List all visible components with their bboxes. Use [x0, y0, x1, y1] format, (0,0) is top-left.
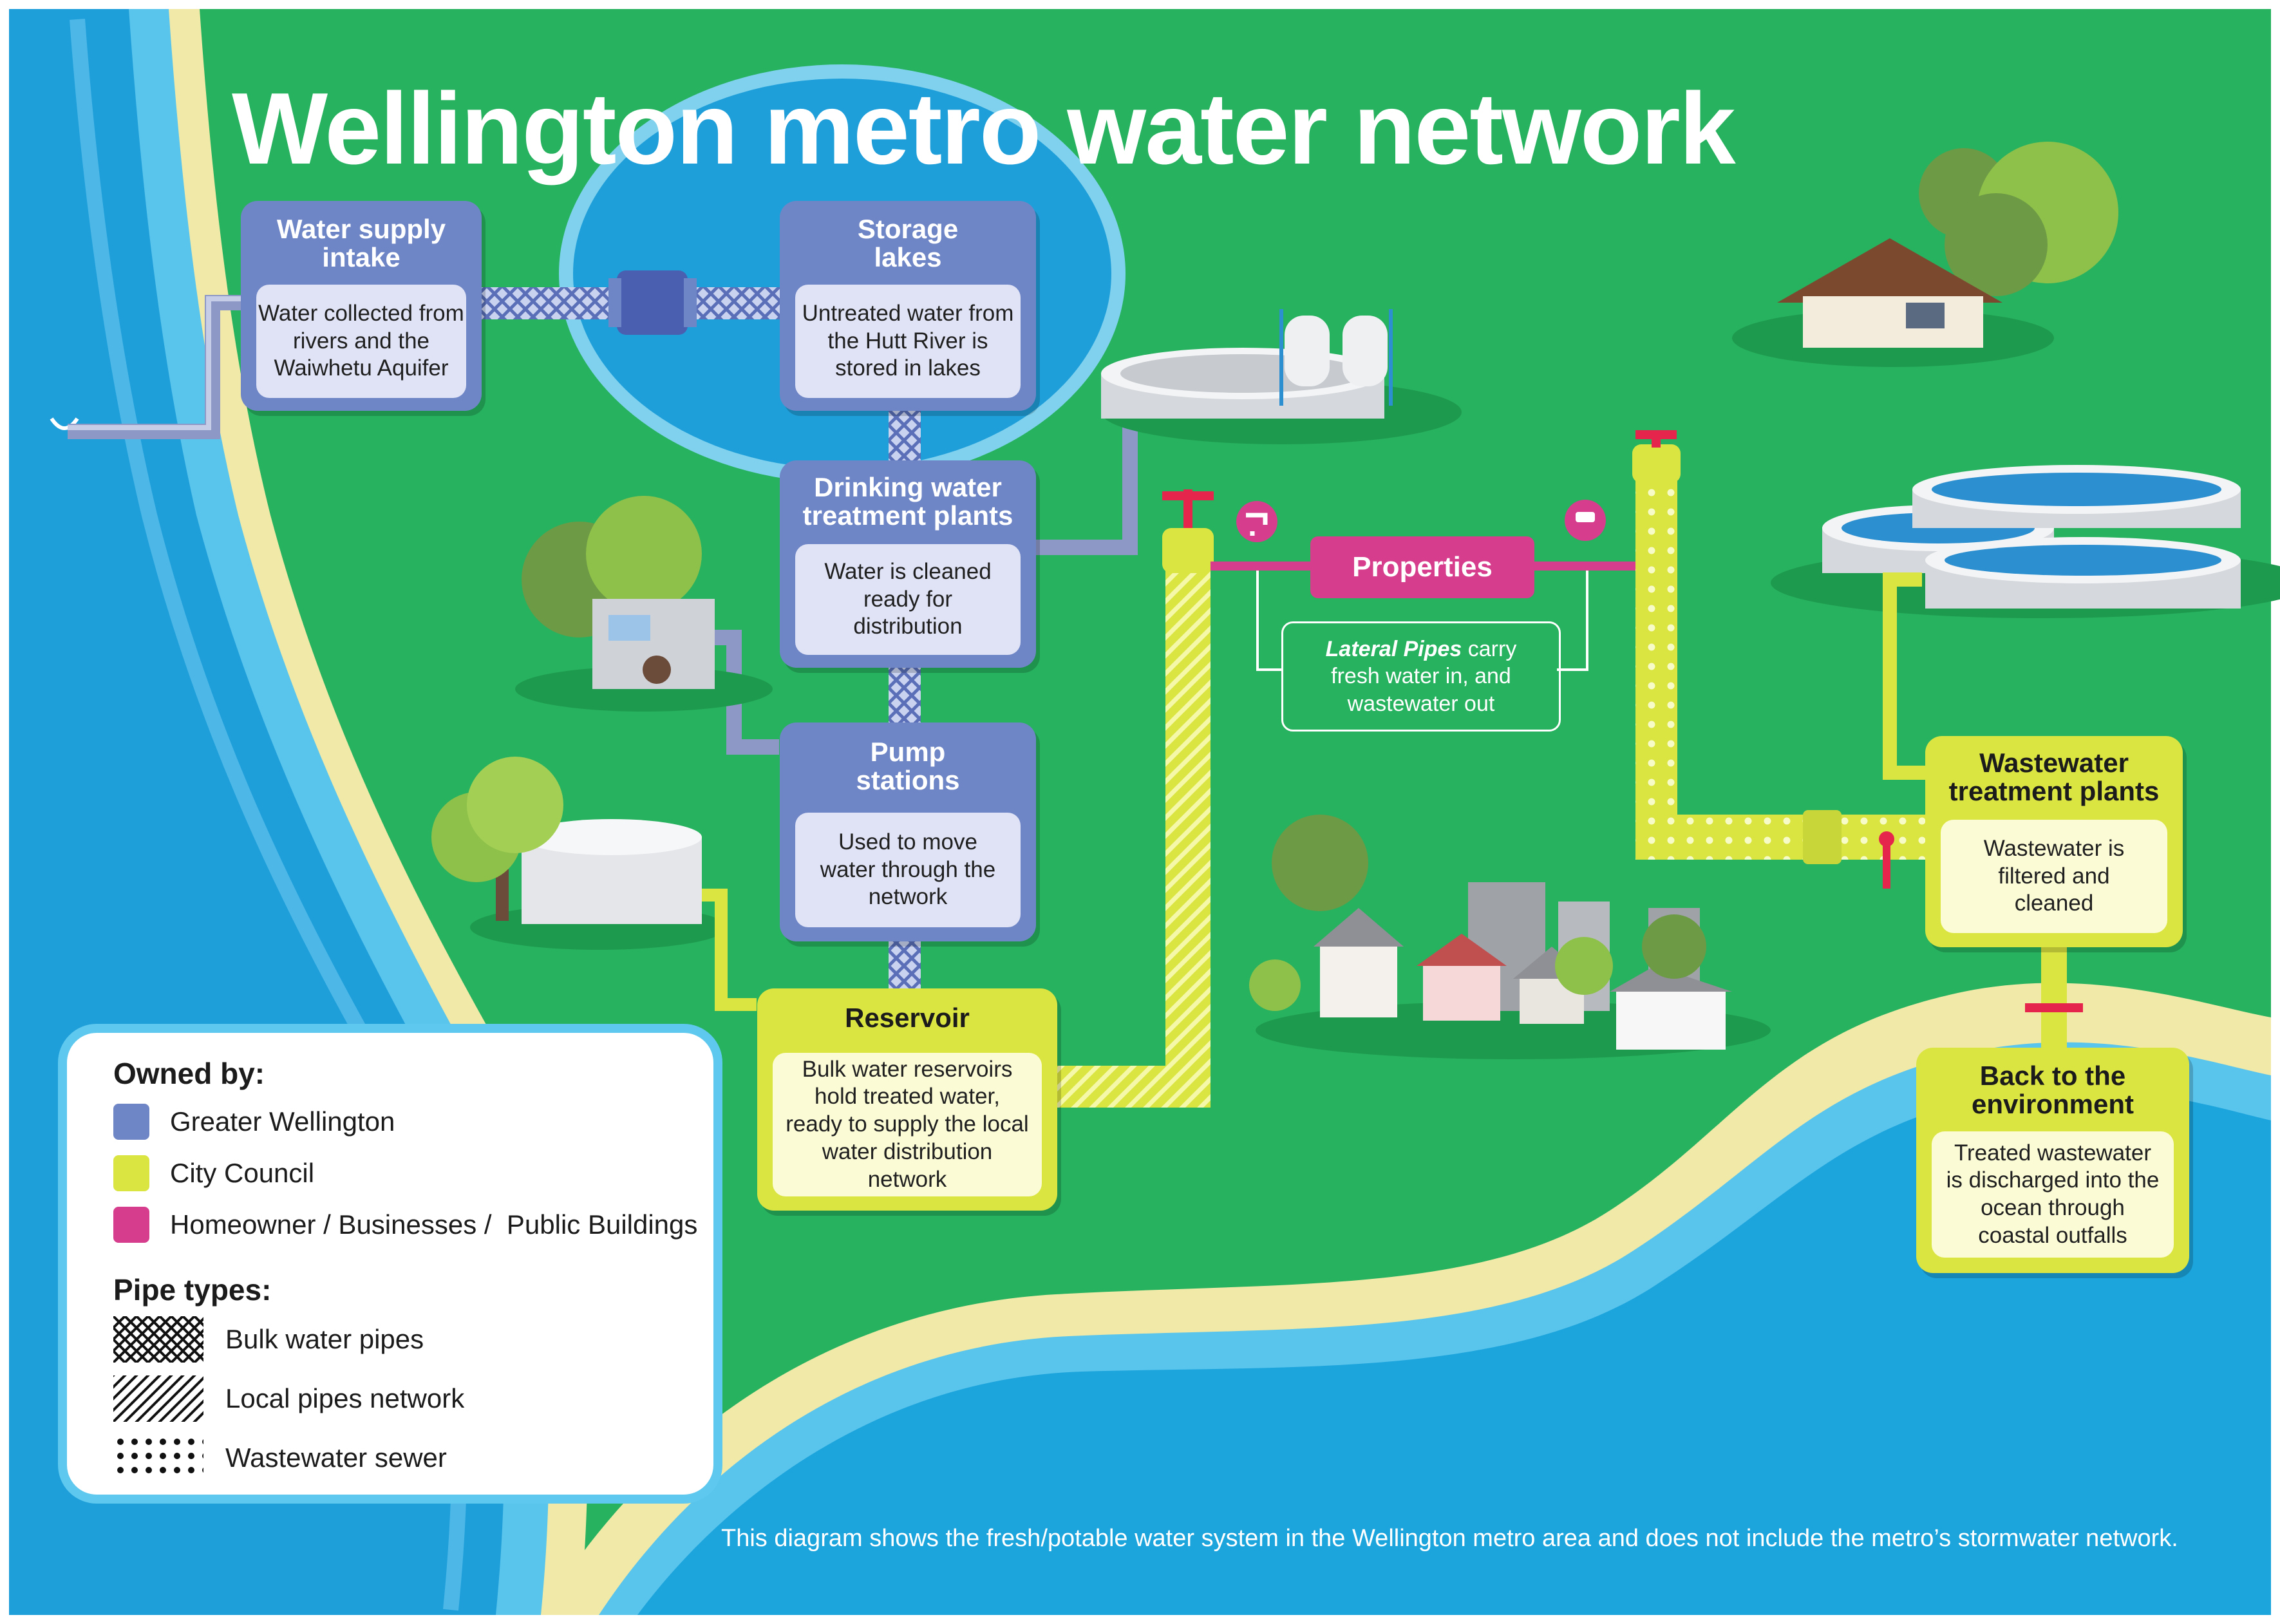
legend-swatch: [113, 1207, 149, 1243]
town-houses: [1320, 947, 1397, 1017]
node-description: Water collected from rivers and the Waiw…: [256, 285, 466, 398]
legend-label: Homeowner / Businesses / Public Building…: [170, 1209, 698, 1240]
legend-pipe-types-title: Pipe types:: [113, 1273, 272, 1307]
node-title: Storage lakes: [857, 214, 959, 273]
node-title: Water supply intake: [276, 214, 446, 273]
gate-valve: [617, 270, 688, 335]
footnote: This diagram shows the fresh/potable wat…: [721, 1525, 2178, 1552]
legend-owner-homeowner: Homeowner / Businesses / Public Building…: [113, 1207, 697, 1243]
node-description: Bulk water reservoirs hold treated water…: [773, 1053, 1042, 1196]
node-wastewater-treatment: Wastewater treatment plants Wastewater i…: [1925, 736, 2183, 947]
crosshatch-pattern-icon: [113, 1316, 203, 1363]
legend-owned-by-title: Owned by:: [113, 1057, 265, 1090]
node-title: Wastewater treatment plants: [1948, 748, 2160, 807]
legend-swatch: [113, 1104, 149, 1140]
node-title: Back to the environment: [1971, 1061, 2134, 1120]
legend-pipe-wastewater: Wastewater sewer: [113, 1435, 447, 1481]
legend: Owned by: Greater Wellington City Counci…: [58, 1024, 722, 1504]
node-drinking-water-treatment: Drinking water treatment plants Water is…: [780, 460, 1036, 668]
sea: [637, 1088, 2271, 1615]
legend-pipe-local: Local pipes network: [113, 1375, 464, 1422]
node-storage-lakes: Storage lakes Untreated water from the H…: [780, 201, 1036, 411]
node-title: Pump stations: [856, 737, 960, 796]
lateral-pipes-text: carry fresh water in, and wastewater out: [1331, 636, 1517, 716]
node-back-to-environment: Back to the environment Treated wastewat…: [1916, 1048, 2189, 1273]
legend-label: Local pipes network: [225, 1383, 465, 1413]
intake-outlet: [50, 417, 79, 430]
node-title: Reservoir: [845, 1003, 970, 1033]
lateral-pipes-emphasis: Lateral Pipes: [1325, 636, 1462, 661]
node-pump-stations: Pump stations Used to move water through…: [780, 722, 1036, 941]
lateral-pipes-note: Lateral Pipes carry fresh water in, and …: [1281, 621, 1561, 732]
legend-label: Greater Wellington: [170, 1106, 395, 1137]
node-title: Drinking water treatment plants: [802, 472, 1013, 531]
page-title: Wellington metro water network: [232, 72, 1736, 185]
node-description: Used to move water through the network: [795, 813, 1021, 927]
house: [1803, 296, 1983, 348]
legend-owner-city-council: City Council: [113, 1155, 314, 1191]
wastewater-sewer: [1635, 451, 1925, 860]
local-pipe-network: [1056, 534, 1211, 1108]
node-properties: Properties: [1310, 536, 1534, 598]
node-reservoir: Reservoir Bulk water reservoirs hold tre…: [757, 988, 1057, 1211]
legend-label: Wastewater sewer: [225, 1442, 447, 1473]
legend-pipe-bulk: Bulk water pipes: [113, 1316, 424, 1363]
legend-label: City Council: [170, 1158, 315, 1188]
house-roof: [1777, 238, 2002, 303]
node-description: Water is cleaned ready for distribution: [795, 544, 1021, 655]
legend-label: Bulk water pipes: [225, 1324, 424, 1354]
node-description: Untreated water from the Hutt River is s…: [795, 285, 1021, 398]
node-water-supply-intake: Water supply intake Water collected from…: [241, 201, 482, 411]
node-description: Wastewater is filtered and cleaned: [1941, 820, 2167, 933]
tap-icon: [1236, 501, 1277, 542]
legend-owner-greater-wellington: Greater Wellington: [113, 1104, 395, 1140]
dots-pattern-icon: [113, 1435, 203, 1481]
diagonal-pattern-icon: [113, 1375, 203, 1422]
legend-swatch: [113, 1155, 149, 1191]
node-description: Treated wastewater is discharged into th…: [1932, 1131, 2174, 1258]
